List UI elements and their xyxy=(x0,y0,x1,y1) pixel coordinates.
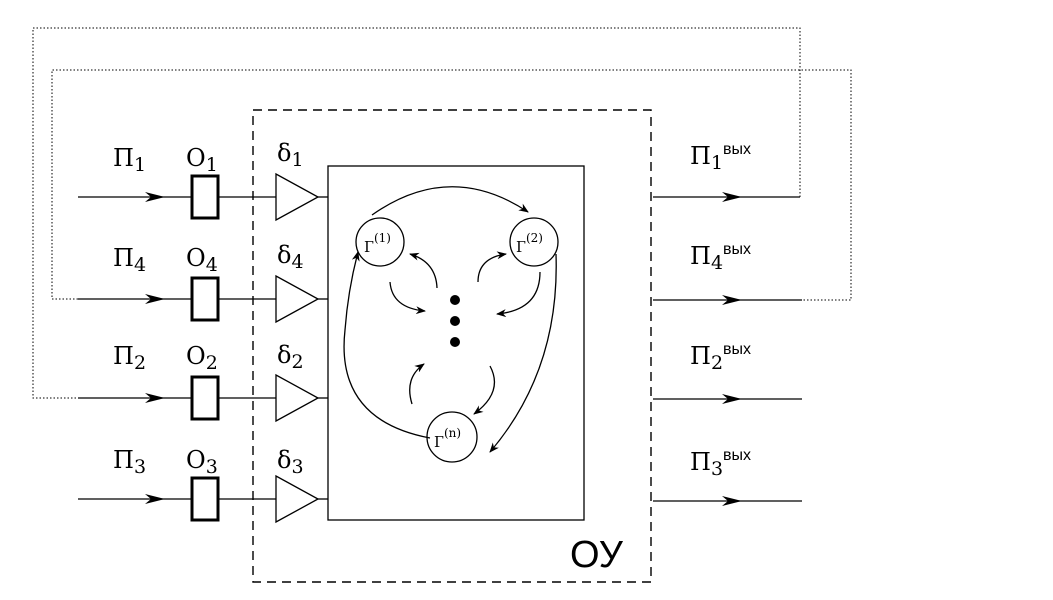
input-module xyxy=(190,375,220,421)
amplifier-triangle xyxy=(275,172,320,222)
output-flow-label: П3вых xyxy=(690,447,751,480)
state-node: Г(n) xyxy=(426,411,478,463)
input-flow-label: П4 xyxy=(113,244,146,276)
object-label: ОУ xyxy=(570,534,624,576)
ellipsis-dot xyxy=(450,337,460,347)
loop-arc xyxy=(473,365,495,415)
amplifier-triangle xyxy=(275,373,320,423)
loop-arc xyxy=(409,252,438,289)
input-module xyxy=(190,476,220,522)
output-row: П1вых xyxy=(653,141,800,202)
input-row: П3 О3 δ3 xyxy=(78,446,328,524)
svg-text:Г(2): Г(2) xyxy=(516,231,543,256)
input-flow-label: П2 xyxy=(113,342,146,374)
input-row: П2 О2 δ2 xyxy=(78,341,328,423)
ellipsis-dot xyxy=(450,316,460,326)
delta-label: δ3 xyxy=(277,446,304,478)
delta-label: δ2 xyxy=(277,341,304,373)
output-flow-label: П4вых xyxy=(690,241,751,274)
ellipsis-dot xyxy=(450,295,460,305)
transition-arc xyxy=(489,253,557,453)
input-flow-label: П3 xyxy=(113,446,146,478)
state-node: Г(1) xyxy=(355,217,405,267)
module-label: О2 xyxy=(186,342,218,374)
state-node: Г(2) xyxy=(509,217,559,267)
process-box xyxy=(327,165,585,521)
output-row: П4вых xyxy=(653,241,802,305)
input-row: П4 О4 δ4 xyxy=(78,241,328,324)
delta-label: δ1 xyxy=(277,139,304,171)
transition-arc xyxy=(343,251,431,439)
output-flow-label: П2вых xyxy=(690,341,751,374)
input-module xyxy=(190,174,220,220)
loop-arc xyxy=(389,281,426,315)
feedback-loop-inner xyxy=(51,69,852,301)
svg-text:Г(1): Г(1) xyxy=(364,231,391,256)
output-flow-label: П1вых xyxy=(690,141,751,174)
module-label: О1 xyxy=(186,144,218,176)
output-row: П3вых xyxy=(653,447,802,506)
transition-arc xyxy=(371,186,529,216)
output-row: П2вых xyxy=(653,341,802,404)
loop-arc xyxy=(409,363,425,405)
input-flow-label: П1 xyxy=(113,144,146,176)
feedback-loop-outer xyxy=(32,27,801,399)
amplifier-triangle xyxy=(275,274,320,324)
amplifier-triangle xyxy=(275,474,320,524)
module-label: О3 xyxy=(186,446,218,478)
svg-text:Г(n): Г(n) xyxy=(434,426,461,451)
object-boundary xyxy=(252,109,652,583)
input-row: П1 О1 δ1 xyxy=(78,139,328,222)
module-label: О4 xyxy=(186,244,218,276)
loop-arc xyxy=(477,251,507,283)
delta-label: δ4 xyxy=(277,241,304,273)
input-module xyxy=(190,276,220,322)
loop-arc xyxy=(496,271,541,318)
